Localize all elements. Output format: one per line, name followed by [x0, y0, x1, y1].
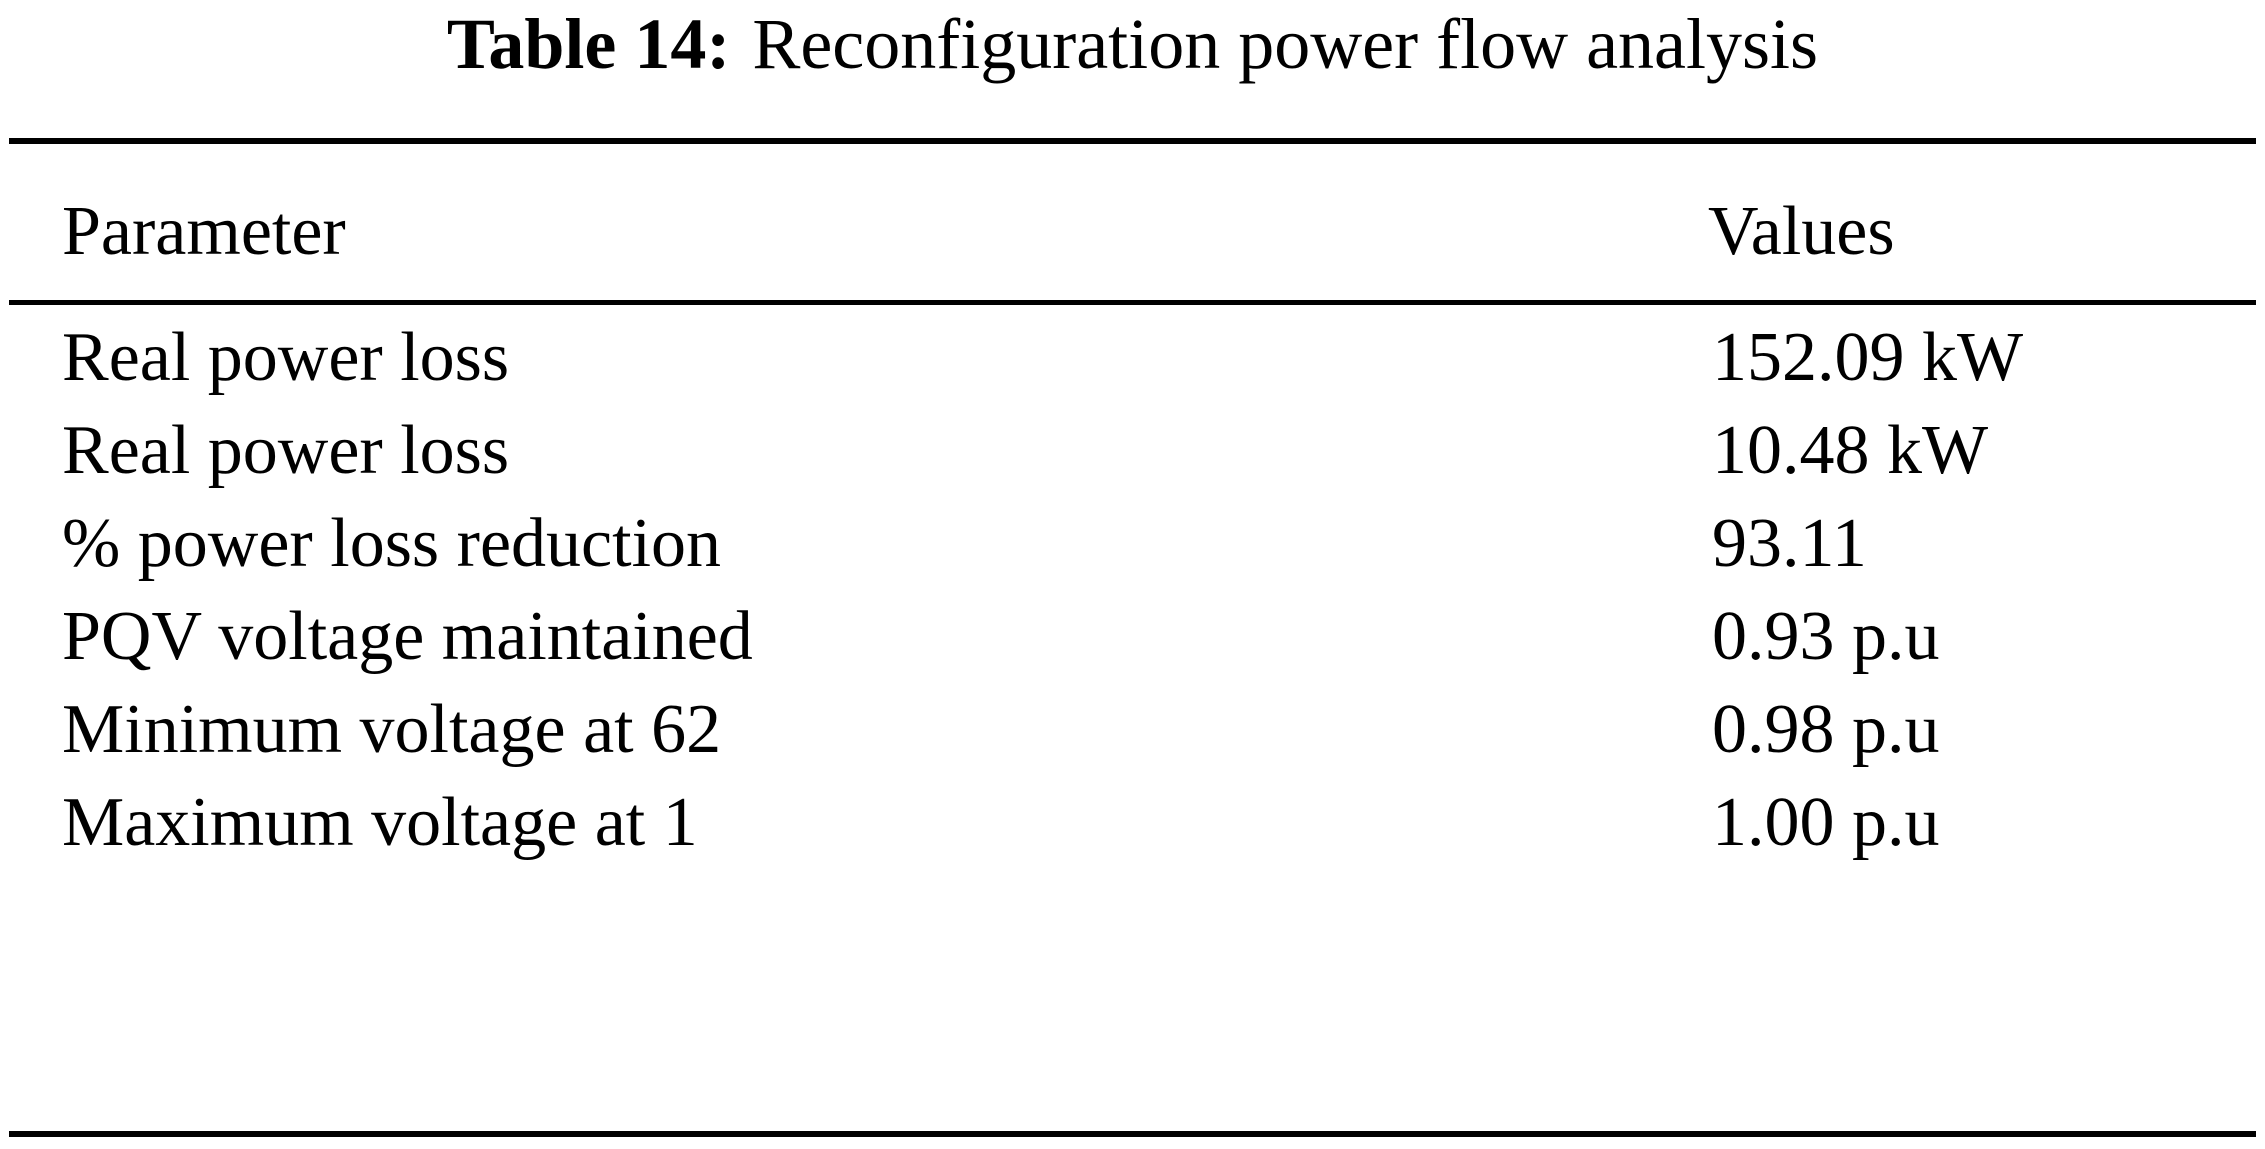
table-row: Minimum voltage at 62 0.98 p.u — [0, 683, 2265, 776]
table-body: Real power loss 152.09 kW Real power los… — [0, 311, 2265, 869]
cell-parameter: Maximum voltage at 1 — [62, 784, 698, 861]
table-row: Maximum voltage at 1 1.00 p.u — [0, 776, 2265, 869]
cell-parameter: Real power loss — [62, 412, 510, 489]
cell-value: 10.48 kW — [1712, 412, 1989, 489]
cell-value: 0.93 p.u — [1712, 598, 1940, 675]
caption-text: Reconfiguration power flow analysis — [752, 4, 1819, 84]
cell-value: 1.00 p.u — [1712, 784, 1940, 861]
table-header-row: Parameter Values — [0, 152, 2265, 292]
table-bottom-rule — [9, 1131, 2256, 1137]
cell-value: 93.11 — [1712, 505, 1867, 582]
caption-label: Table 14: — [446, 4, 731, 84]
table-header-rule — [9, 300, 2256, 305]
table-top-rule — [9, 138, 2256, 144]
cell-parameter: Minimum voltage at 62 — [62, 691, 722, 768]
cell-parameter: % power loss reduction — [62, 505, 722, 582]
table-row: % power loss reduction 93.11 — [0, 497, 2265, 590]
table-caption: Table 14: Reconfiguration power flow anal… — [0, 0, 2265, 88]
table-row: Real power loss 152.09 kW — [0, 311, 2265, 404]
cell-parameter: Real power loss — [62, 319, 510, 396]
table-row: PQV voltage maintained 0.93 p.u — [0, 590, 2265, 683]
table-row: Real power loss 10.48 kW — [0, 404, 2265, 497]
column-header-values: Values — [1708, 193, 1895, 270]
cell-value: 152.09 kW — [1712, 319, 2024, 396]
column-header-parameter: Parameter — [62, 193, 346, 270]
cell-value: 0.98 p.u — [1712, 691, 1940, 768]
cell-parameter: PQV voltage maintained — [62, 598, 753, 675]
